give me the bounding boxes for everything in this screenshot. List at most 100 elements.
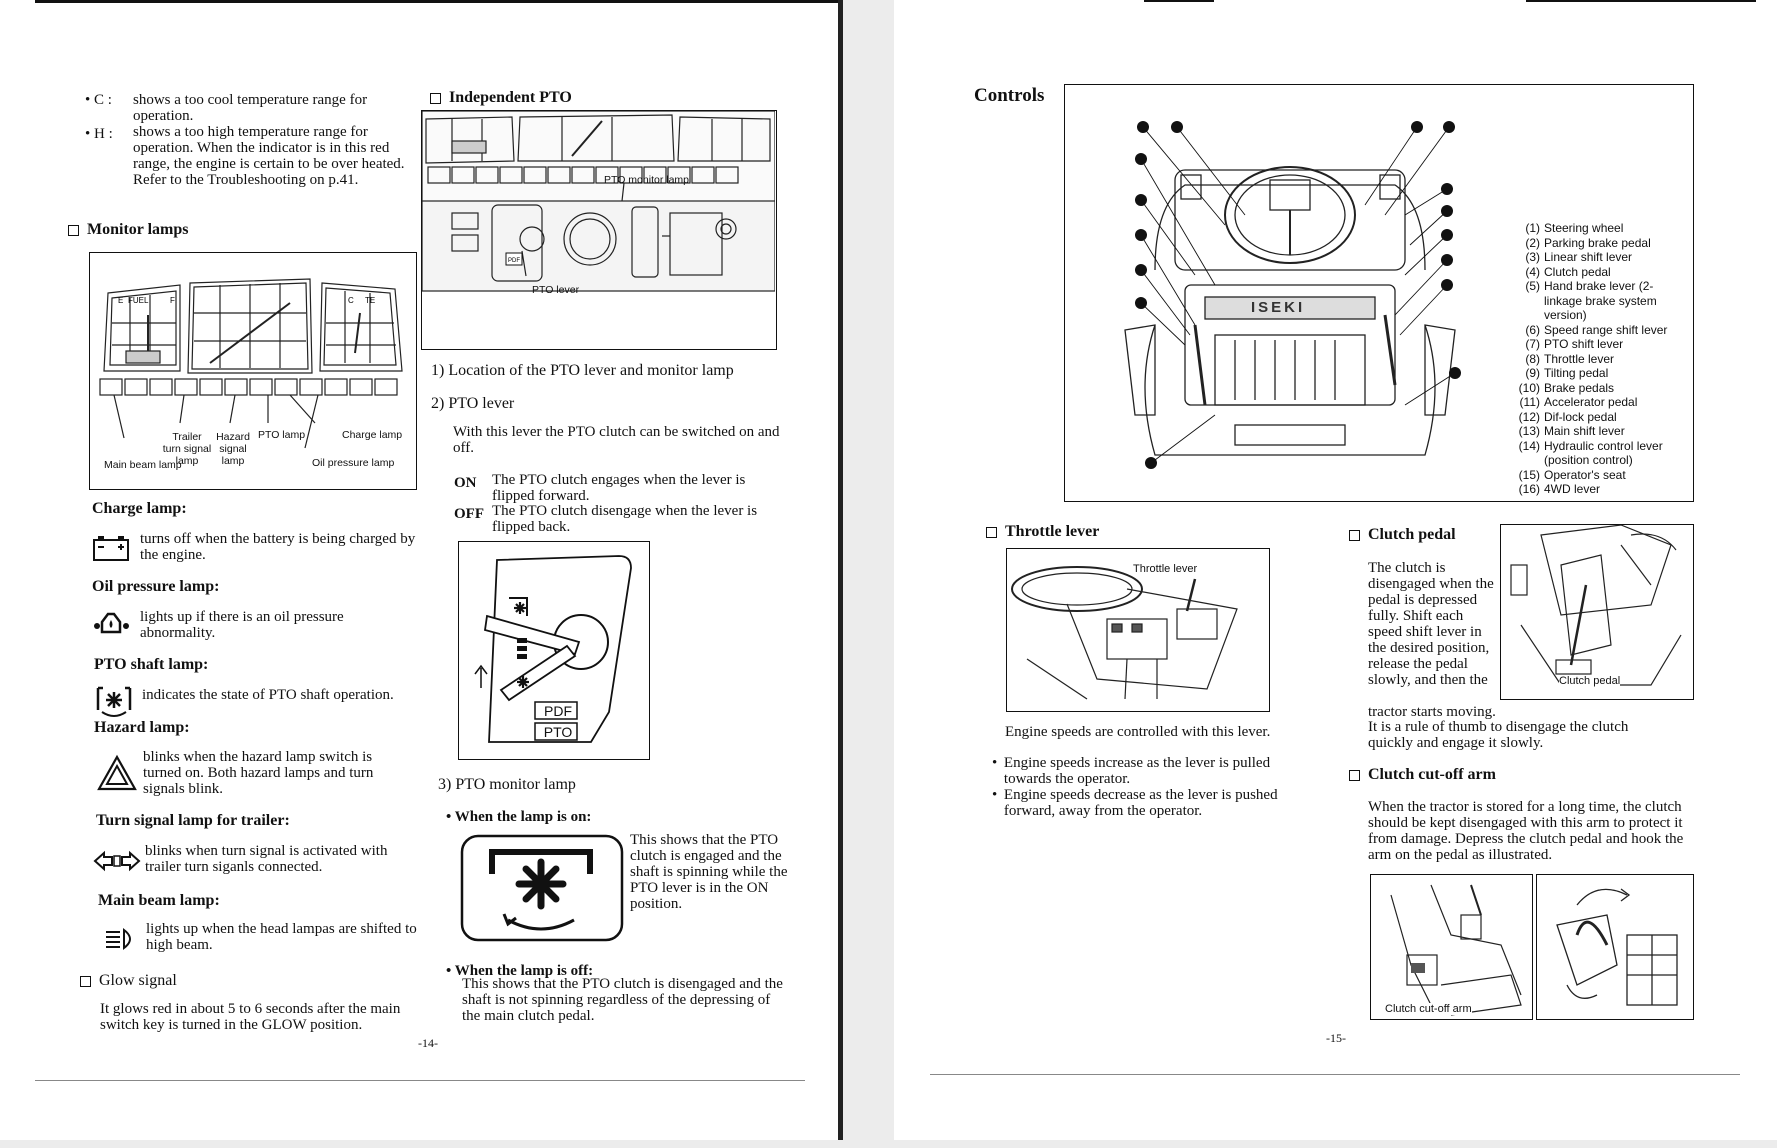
instrument-panel-drawing: E FUEL F C TE: [99, 278, 403, 449]
pto-lever-label: PTO lever: [532, 284, 580, 296]
list-item: (2)Parking brake pedal: [1525, 235, 1651, 250]
throttle-fig-label: Throttle lever: [1133, 563, 1198, 575]
clutch-pedal-text-2: tractor starts moving.: [1368, 704, 1496, 720]
temp-h-text: shows a too high temperature range for o…: [133, 124, 405, 188]
charge-lamp-label: Charge lamp: [342, 429, 403, 441]
pto-monitor-lamp-icon: [460, 834, 624, 942]
charge-lamp-text: turns off when the battery is being char…: [140, 531, 416, 563]
list-item: (8)Throttle lever: [1525, 351, 1615, 366]
list-item: (6)Speed range shift lever: [1525, 322, 1668, 337]
controls-figure: ISEKI (1)Steering wheel (2)Parking brake…: [1064, 84, 1694, 502]
clutch-pedal-drawing: [1510, 524, 1682, 686]
svg-text:C: C: [348, 296, 354, 305]
top-rule: [1526, 0, 1756, 2]
battery-icon: [93, 536, 129, 561]
monitor-panel-figure: E FUEL F C TE Trailer turn signal lamp H…: [89, 252, 417, 490]
charge-lamp-title: Charge lamp:: [92, 500, 187, 517]
on-text: The PTO clutch engages when the lever is…: [492, 472, 746, 504]
controls-list: (1)Steering wheel (2)Parking brake pedal…: [1513, 221, 1689, 497]
bottom-rule: [930, 1074, 1740, 1075]
glow-signal-heading: Glow signal: [80, 972, 177, 990]
list-item: (14)Hydraulic control lever (position co…: [1518, 438, 1663, 468]
oil-pressure-label: Oil pressure lamp: [312, 457, 395, 469]
oil-can-icon: [94, 612, 129, 634]
list-item: (5)Hand brake lever (2-linkage brake sys…: [1525, 279, 1657, 322]
checkbox-square-icon: [986, 526, 997, 538]
svg-text:PDF: PDF: [508, 258, 520, 264]
iseki-logo-text: ISEKI: [1251, 299, 1306, 316]
lamp-off-heading: • When the lamp is off:: [446, 963, 594, 979]
pto-location-figure: PDF PTO monitor lamp PTO lever: [421, 110, 777, 350]
lamp-on-heading: • When the lamp is on:: [446, 809, 592, 825]
throttle-text: Engine speeds are controlled with this l…: [1005, 724, 1271, 740]
turn-signal-title: Turn signal lamp for trailer:: [96, 812, 290, 829]
checkbox-square-icon: [430, 92, 441, 104]
item-2-desc: With this lever the PTO clutch can be sw…: [453, 424, 780, 456]
list-item: (9)Tilting pedal: [1525, 366, 1609, 380]
item-2-text: 2) PTO lever: [431, 395, 515, 412]
throttle-bullet-2: •Engine speeds decrease as the lever is …: [992, 787, 1278, 819]
pto-lever-drawing: [474, 555, 632, 743]
hazard-triangle-icon: [97, 754, 137, 791]
main-beam-text: lights up when the head lampas are shift…: [146, 921, 417, 953]
pto-shaft-lamp-title: PTO shaft lamp:: [94, 656, 209, 673]
pto-label: PTO: [543, 724, 573, 740]
oil-lamp-text: lights up if there is an oil pressure ab…: [140, 609, 344, 641]
tractor-cockpit-drawing: [1124, 121, 1461, 469]
pto-lamp-label: PTO lamp: [258, 429, 306, 441]
clutch-cutoff-text: When the tractor is stored for a long ti…: [1368, 799, 1684, 863]
list-item: (4)Clutch pedal: [1525, 264, 1611, 279]
list-item: (7)PTO shift lever: [1525, 337, 1624, 351]
hazard-lamp-title: Hazard lamp:: [94, 719, 190, 736]
lamp-off-text: This shows that the PTO clutch is diseng…: [462, 976, 783, 1024]
glow-signal-text: It glows red in about 5 to 6 seconds aft…: [100, 1001, 401, 1033]
temp-h-key: • H :: [85, 126, 113, 142]
cutoff-fig-label: Clutch cut-off arm: [1385, 1003, 1472, 1015]
list-item: (1)Steering wheel: [1525, 221, 1624, 235]
oil-lamp-title: Oil pressure lamp:: [92, 578, 220, 595]
temp-c-text: shows a too cool temperature range for o…: [133, 92, 368, 124]
pto-monitor-lamp-label: PTO monitor lamp: [604, 174, 689, 186]
svg-text:E: E: [118, 296, 123, 305]
trailer-turn-icon: [93, 850, 141, 872]
clutch-pedal-heading: Clutch pedal: [1349, 526, 1456, 544]
throttle-lever-heading: Throttle lever: [986, 523, 1099, 541]
pdf-label: PDF: [544, 703, 572, 719]
checkbox-square-icon: [1349, 769, 1360, 781]
pto-lever-figure: PDF PTO: [458, 541, 650, 760]
page-15: Controls: [894, 0, 1777, 1140]
bottom-rule: [35, 1080, 805, 1081]
list-item: (3)Linear shift lever: [1525, 250, 1633, 264]
cutoff-arm-drawing-2: [1556, 888, 1678, 1006]
list-item: (16)4WD lever: [1518, 482, 1601, 496]
list-item: (11)Accelerator pedal: [1519, 395, 1638, 409]
hazard-label: Hazard signal lamp: [216, 431, 250, 467]
throttle-bullet-1: •Engine speeds increase as the lever is …: [992, 755, 1271, 787]
top-mark: [1144, 0, 1214, 2]
book-spine: [838, 0, 843, 1140]
on-key: ON: [454, 475, 477, 491]
clutch-pedal-text-3: It is a rule of thumb to disengage the c…: [1368, 719, 1629, 751]
main-beam-icon: [106, 927, 131, 951]
svg-text:FUEL: FUEL: [128, 296, 149, 305]
cutoff-arm-drawing-1: [1390, 884, 1522, 1016]
pto-dashboard-drawing: PDF: [421, 110, 776, 292]
trailer-label: Trailer turn signal lamp: [162, 431, 212, 467]
throttle-lever-figure: Throttle lever: [1006, 548, 1270, 712]
pto-shaft-icon: [96, 686, 132, 717]
off-key: OFF: [454, 506, 484, 522]
off-text: The PTO clutch disengage when the lever …: [492, 503, 758, 535]
cutoff-arm-figure-1: Clutch cut-off arm: [1370, 874, 1533, 1020]
monitor-lamps-heading: Monitor lamps: [68, 221, 188, 239]
checkbox-square-icon: [68, 224, 79, 236]
main-beam-label: Main beam lamp: [104, 459, 182, 471]
svg-text:F: F: [170, 296, 175, 305]
page-number-14: -14-: [418, 1036, 438, 1050]
throttle-drawing: [1011, 566, 1238, 700]
top-rule: [35, 0, 840, 3]
temp-c-key: • C :: [85, 92, 112, 108]
clutch-pedal-figure: Clutch pedal: [1500, 524, 1694, 700]
hazard-lamp-text: blinks when the hazard lamp switch is tu…: [143, 749, 374, 797]
item-1-text: 1) Location of the PTO lever and monitor…: [431, 362, 734, 379]
checkbox-square-icon: [1349, 529, 1360, 541]
